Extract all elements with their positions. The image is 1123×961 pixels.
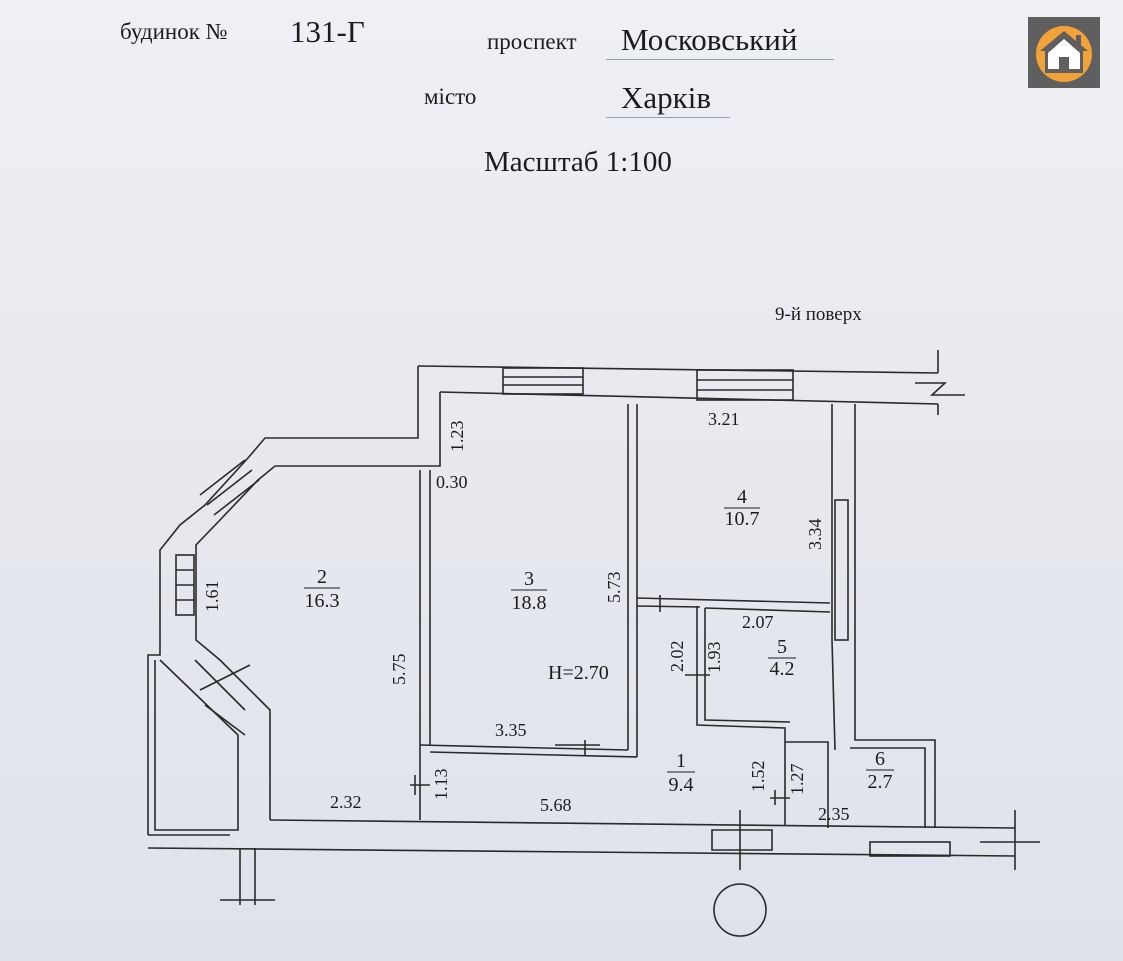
entry-slab (869, 841, 951, 857)
room-4-label: 4 10.7 (724, 486, 760, 530)
compass-circle (713, 883, 767, 937)
street-name: Московський (621, 22, 798, 57)
room-1-label: 1 9.4 (667, 750, 695, 796)
room-4-area: 10.7 (725, 508, 760, 530)
dim-0-30: 0.30 (436, 472, 468, 492)
entrance-door (711, 810, 773, 870)
house-logo-icon-graphic (1036, 26, 1092, 82)
partition-4-5-a (636, 597, 831, 604)
window-top-right (696, 369, 794, 401)
wall-top-step (147, 366, 419, 835)
shaft-outer (831, 404, 836, 751)
room-5-label: 5 4.2 (768, 636, 796, 680)
shaft-panel (834, 499, 849, 641)
dim-1-61: 1.61 (202, 581, 222, 613)
window-left-upper (199, 459, 260, 516)
wall-top-outer (417, 365, 939, 374)
dim-1-52: 1.52 (748, 761, 768, 793)
wall-bottom-inner (269, 819, 1016, 829)
wall-bottom-outer (147, 847, 1016, 857)
room-6-label: 6 2.7 (866, 748, 894, 793)
dim-1-93: 1.93 (704, 642, 724, 674)
room-1-area: 9.4 (669, 774, 694, 796)
dim-2-07: 2.07 (742, 612, 774, 632)
break-bottom-right (980, 810, 1040, 870)
dim-5-73: 5.73 (604, 572, 624, 604)
wall-room5-left-a (696, 606, 786, 825)
street-underline (606, 59, 834, 60)
dim-2-32: 2.32 (330, 792, 362, 812)
room-1-number: 1 (676, 750, 686, 772)
break-bottom-left (220, 848, 275, 905)
shaft-inner (854, 404, 936, 828)
partition-4-5-b (636, 605, 701, 608)
partition-4-5-c (704, 607, 831, 613)
room-3-area: 18.8 (512, 592, 547, 614)
partition-3-1-b (429, 751, 638, 758)
room-2-number: 2 (317, 566, 327, 588)
break-top-right (915, 350, 965, 415)
wall-inner-step (195, 392, 441, 820)
dim-3-35: 3.35 (495, 720, 527, 740)
dim-3-34: 3.34 (805, 519, 825, 551)
dim-3-21: 3.21 (708, 409, 740, 429)
wall-room5-left-b (704, 608, 791, 723)
floor-label: 9-й поверх (775, 304, 862, 325)
room-4-number: 4 (737, 486, 747, 508)
dim-5-75: 5.75 (389, 654, 409, 686)
wall-room6 (785, 741, 829, 828)
room-5-number: 5 (777, 636, 787, 658)
house-label: будинок № (120, 19, 228, 44)
ceiling-height: H=2.70 (548, 662, 609, 684)
dim-2-35: 2.35 (818, 804, 850, 824)
room-2-area: 16.3 (305, 590, 340, 612)
window-top-left (502, 367, 584, 395)
dim-1-13: 1.13 (431, 769, 451, 801)
room-3-label: 3 18.8 (511, 568, 547, 614)
city-label: місто (424, 84, 477, 109)
room-6-number: 6 (875, 748, 885, 770)
wall-room6-b (850, 747, 926, 828)
room-6-area: 2.7 (868, 771, 893, 793)
dim-2-02: 2.02 (667, 641, 687, 673)
street-label: проспект (487, 29, 577, 54)
dim-1-23: 1.23 (447, 421, 467, 453)
window-loggia (194, 659, 251, 736)
city-name: Харків (621, 80, 711, 115)
dim-1-27: 1.27 (787, 764, 807, 796)
room-2-label: 2 16.3 (304, 566, 340, 612)
room-5-area: 4.2 (770, 658, 795, 680)
city-underline (606, 117, 730, 118)
scale-label: Масштаб 1:100 (484, 146, 672, 178)
dim-5-68: 5.68 (540, 795, 572, 815)
partition-3-1-a (419, 744, 629, 751)
house-logo-icon (1028, 17, 1100, 88)
room-3-number: 3 (524, 568, 534, 590)
loggia-wall (154, 659, 239, 831)
house-number: 131-Г (290, 14, 365, 49)
